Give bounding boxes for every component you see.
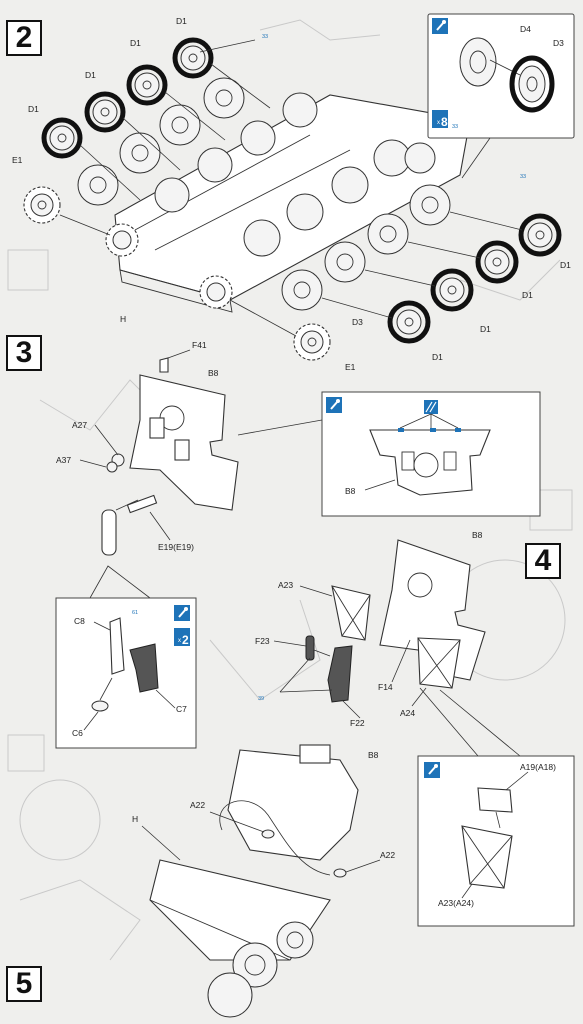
- right-road-wheels: [243, 139, 451, 311]
- label-e1: E1: [12, 155, 23, 165]
- box-a23: [331, 585, 371, 641]
- step4-diagram: B8 A23 F23 F14 F22 39 A24: [255, 530, 575, 927]
- label-a23: A23: [278, 580, 293, 590]
- label-h: H: [120, 314, 126, 324]
- part-f23: [305, 635, 315, 661]
- quantity-multiplier-icon: x 2: [174, 628, 190, 647]
- svg-text:x: x: [178, 638, 181, 644]
- paint-ref-text: 33: [452, 124, 458, 130]
- label-b8: B8: [368, 750, 379, 760]
- label-a19: A19(A18): [520, 762, 556, 772]
- plate-b8: [227, 749, 359, 861]
- label-h: H: [132, 814, 138, 824]
- step-number-2: 2: [6, 20, 42, 56]
- label-a27: A27: [72, 420, 87, 430]
- label-f41: F41: [192, 340, 207, 350]
- label-b8: B8: [472, 530, 483, 540]
- step5-diagram: B8 A22 A22 H: [132, 744, 395, 1018]
- label-c8: C8: [74, 616, 85, 626]
- step-number-4: 4: [525, 543, 561, 579]
- label-d1: D1: [480, 324, 491, 334]
- quantity-multiplier-icon: x 8: [432, 110, 448, 129]
- cement-brush-icon: [174, 605, 190, 621]
- label-c6: C6: [72, 728, 83, 738]
- cylinder-part: [101, 509, 117, 556]
- sprocket-e1-left: [23, 186, 139, 257]
- d1-tires-left: [41, 37, 214, 159]
- svg-text:8: 8: [441, 115, 448, 129]
- cement-brush-icon: [432, 18, 448, 34]
- part-a22: [333, 868, 347, 878]
- paint-ref-text: 33: [520, 174, 526, 180]
- step-number-text: 5: [15, 967, 33, 1000]
- label-e19: E19(E19): [158, 542, 194, 552]
- label-a24: A24: [400, 708, 415, 718]
- label-b8: B8: [208, 368, 219, 378]
- paint-ref-text: 61: [132, 610, 138, 616]
- part-a19: [477, 787, 513, 813]
- part-c8: [109, 617, 125, 675]
- cement-brush-icon: [326, 397, 342, 413]
- paint-stripe-icon: [424, 400, 438, 414]
- box-a23-detail: [461, 825, 513, 889]
- label-d4: D4: [520, 24, 531, 34]
- label-c7: C7: [176, 704, 187, 714]
- label-d3: D3: [553, 38, 564, 48]
- label-b8: B8: [345, 486, 356, 496]
- plate-b8-detail: [369, 429, 491, 496]
- step-number-text: 4: [534, 544, 552, 577]
- step3-sub-detail: [55, 597, 197, 749]
- paint-ref-text: 39: [258, 696, 264, 702]
- label-f22: F22: [350, 718, 365, 728]
- d1-tires-right: [387, 213, 562, 344]
- sprocket-e1-right: [199, 275, 331, 361]
- bracket-e19: [126, 494, 158, 514]
- svg-text:x: x: [437, 120, 440, 126]
- step-number-3: 3: [6, 335, 42, 371]
- label-a23b: A23(A24): [438, 898, 474, 908]
- paint-ref-text: 33: [262, 34, 268, 40]
- label-f23: F23: [255, 636, 270, 646]
- part-f22: [327, 645, 353, 703]
- label-d3: D3: [352, 317, 363, 327]
- part-c6: [91, 700, 109, 712]
- label-d1: D1: [432, 352, 443, 362]
- part-c7: [129, 643, 159, 693]
- ghost-background: [7, 19, 573, 961]
- label-f14: F14: [378, 682, 393, 692]
- label-d1: D1: [176, 16, 187, 26]
- label-d1: D1: [85, 70, 96, 80]
- step-number-5: 5: [6, 966, 42, 1002]
- label-d1: D1: [130, 38, 141, 48]
- step2-diagram: D1 D1 D1 D1 E1 H D3 E1 D1 D1 D1 D1 33 33: [12, 13, 575, 372]
- label-e1: E1: [345, 362, 356, 372]
- step3-diagram: F41 B8 A27 A37 E19(E19): [55, 340, 541, 749]
- label-a22: A22: [190, 800, 205, 810]
- label-d1: D1: [28, 104, 39, 114]
- part-f41: [159, 357, 169, 373]
- svg-text:2: 2: [182, 633, 189, 647]
- step-number-text: 2: [15, 21, 33, 54]
- step-number-text: 3: [15, 336, 33, 369]
- label-a22b: A22: [380, 850, 395, 860]
- cement-brush-icon: [424, 762, 440, 778]
- idler-wheel-assembly: [459, 37, 555, 113]
- label-d1: D1: [522, 290, 533, 300]
- label-d1: D1: [560, 260, 571, 270]
- part-a22: [261, 829, 275, 839]
- inner-road-wheels: [77, 77, 318, 213]
- label-a37: A37: [56, 455, 71, 465]
